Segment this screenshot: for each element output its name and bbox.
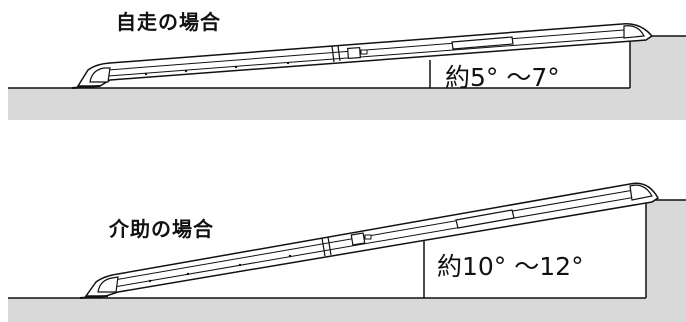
ramp-end-cap-low [97,276,119,293]
angle-label: 約10° ～12° [437,252,584,281]
ramp-end-cap-high [623,25,645,39]
ramp-latch [347,46,361,60]
step [646,200,686,298]
ramp-end-cap-high [629,184,653,201]
scenario-title: 自走の場合 [116,10,221,34]
ramp-handle [455,209,515,229]
ramp-illustration [8,23,686,120]
floor [8,88,686,120]
ramp-body [84,182,659,297]
ramp-end-cap-low [89,67,111,83]
step [630,36,686,88]
ramp-handle [451,36,514,50]
ramp-diagram-assisted: 介助の場合 約10° ～12° [0,160,686,322]
ramp-diagram-self-propelled: 自走の場合 約5° ～7° [0,0,686,160]
ramp-illustration [8,182,686,322]
scenario-title: 介助の場合 [109,217,214,241]
floor [8,298,686,322]
angle-label: 約5° ～7° [445,63,560,92]
ramp-latch [350,232,366,246]
